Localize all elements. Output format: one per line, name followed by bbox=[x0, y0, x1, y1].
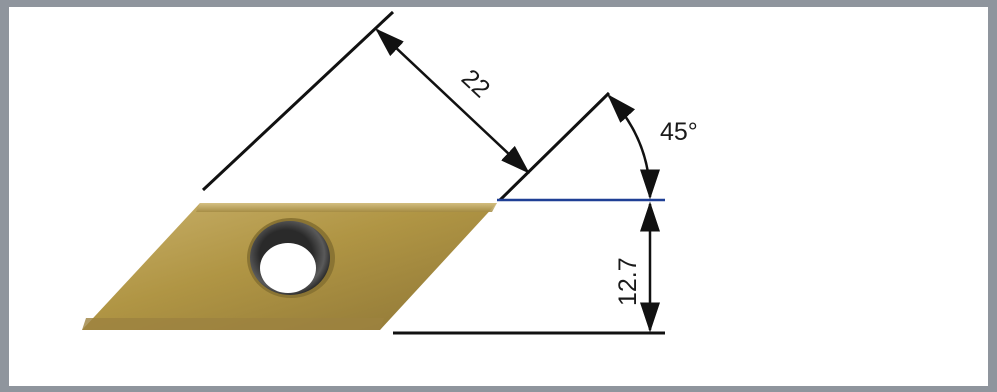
extension-line-tip bbox=[498, 91, 611, 202]
width-dimension-label: 22 bbox=[456, 64, 495, 103]
insert-top-edge bbox=[196, 203, 497, 212]
angle-dimension-arc bbox=[607, 94, 660, 200]
angle-dimension-label: 45° bbox=[660, 118, 698, 146]
insert-bottom-edge bbox=[82, 318, 384, 330]
cutting-insert bbox=[82, 203, 497, 330]
insert-mounting-hole bbox=[247, 218, 335, 298]
extension-line-left bbox=[201, 10, 395, 192]
height-dimension-label: 12.7 bbox=[614, 257, 642, 306]
width-dimension-line bbox=[375, 28, 530, 174]
